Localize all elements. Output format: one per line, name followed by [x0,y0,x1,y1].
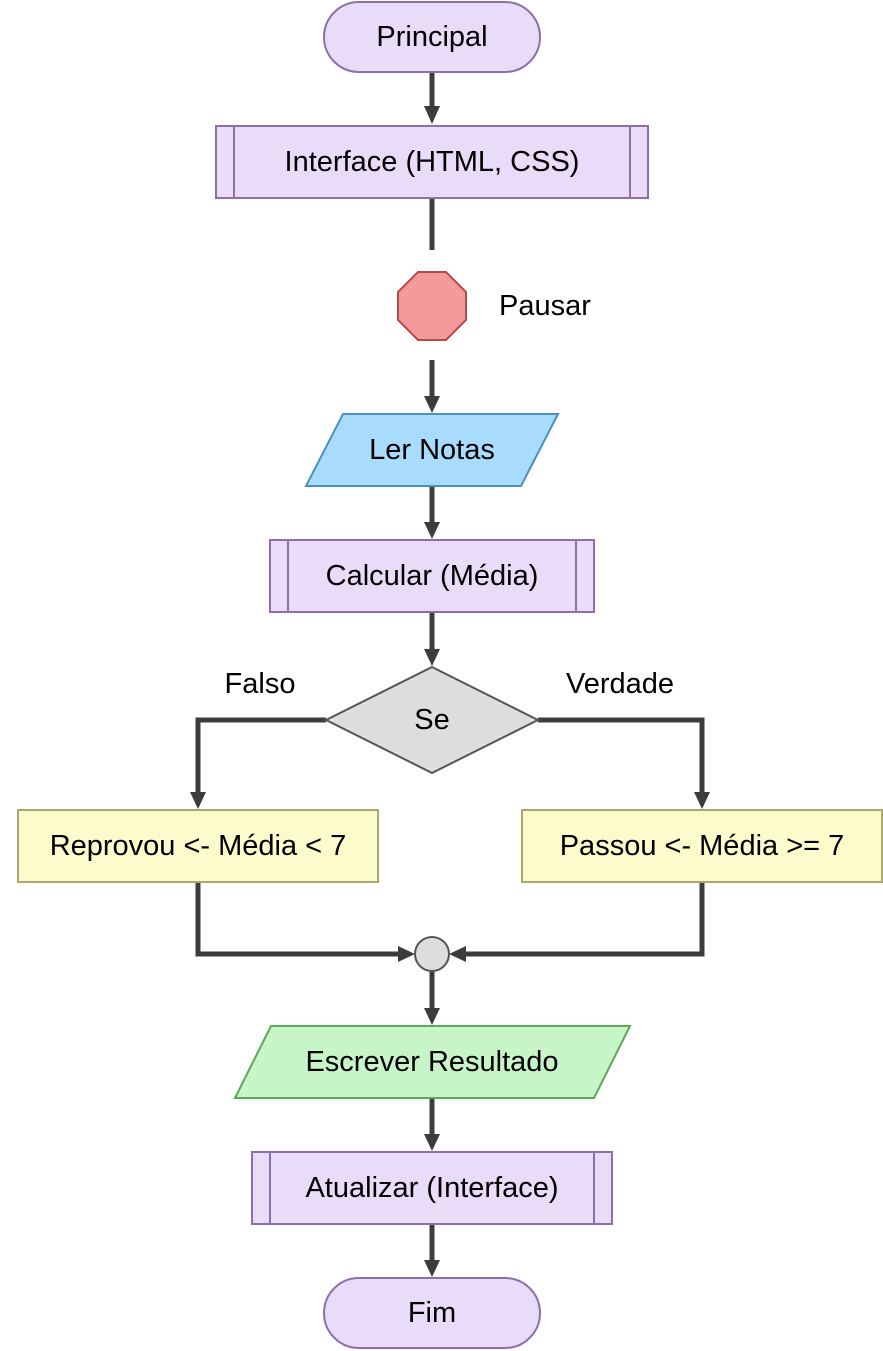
update-subprocess[interactable]: Atualizar (Interface) [251,1151,613,1225]
pass-process[interactable]: Passou <- Média >= 7 [521,809,883,883]
calc-label: Calcular (Média) [326,560,539,592]
arrowhead [398,946,415,962]
fail-label: Reprovou <- Média < 7 [50,830,347,862]
arrowhead [424,522,440,539]
edge-decision-false [195,717,326,796]
interface-subprocess[interactable]: Interface (HTML, CSS) [215,125,649,199]
read-label: Ler Notas [369,434,495,466]
start-label: Principal [376,21,487,53]
pass-label: Passou <- Média >= 7 [560,830,845,862]
end-label: Fim [408,1297,456,1329]
false-branch-label: Falso [225,668,296,700]
write-output[interactable]: Escrever Resultado [233,1025,632,1099]
decision-node[interactable]: Se [323,665,541,775]
write-shape [233,1025,632,1099]
fail-shape [17,809,379,883]
arrowhead [424,106,440,124]
edge-fail-to-merge [195,882,402,957]
arrowhead [424,1008,440,1025]
edge-decision-true [538,717,705,796]
fail-process[interactable]: Reprovou <- Média < 7 [17,809,379,883]
pause-node[interactable]: Pausar [397,271,591,341]
end-shape [323,1277,541,1349]
read-shape [304,413,560,487]
edges [190,73,710,1277]
arrowhead [424,396,440,413]
update-shape [251,1151,613,1225]
merge-connector[interactable] [414,936,450,972]
interface-label: Interface (HTML, CSS) [285,146,580,178]
true-branch-label: Verdade [566,668,674,700]
calc-shape [269,539,595,613]
arrowhead [424,1134,440,1151]
end-terminal[interactable]: Fim [323,1277,541,1349]
read-input[interactable]: Ler Notas [304,413,560,487]
arrowhead [694,792,710,809]
update-label: Atualizar (Interface) [305,1172,558,1204]
stop-octagon-icon [397,271,467,341]
edge-pass-to-merge [462,882,705,957]
interface-shape [215,125,649,199]
pass-shape [521,809,883,883]
arrowhead [424,1260,440,1277]
calc-subprocess[interactable]: Calcular (Média) [269,539,595,613]
arrowhead [449,946,466,962]
decision-shape [323,665,541,775]
arrowhead [424,649,440,666]
decision-label: Se [414,704,449,736]
write-label: Escrever Resultado [305,1046,558,1078]
arrowhead [190,792,206,809]
start-terminal[interactable]: Principal [323,1,541,73]
pause-label: Pausar [499,290,591,322]
start-shape [323,1,541,73]
